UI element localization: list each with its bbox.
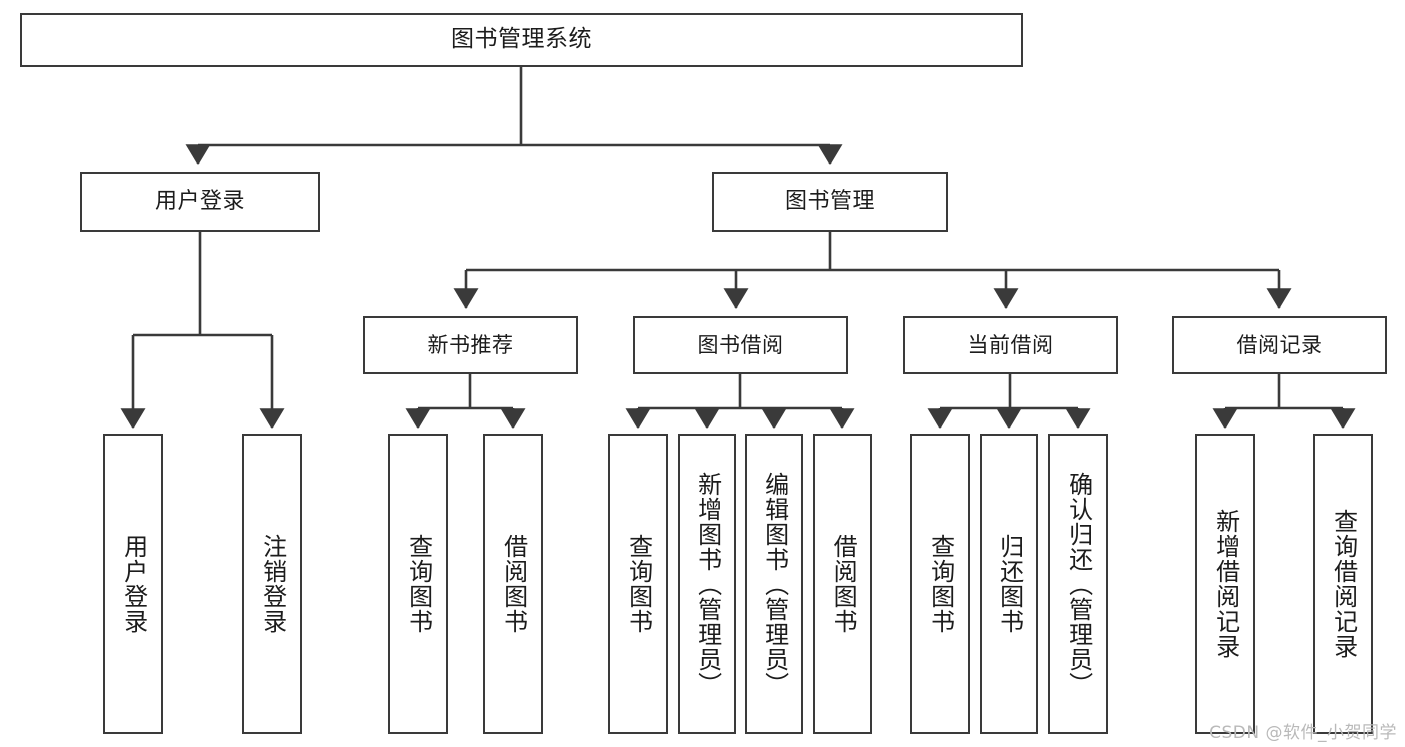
node-leaf-add-book[interactable]: 新增图书（管理员） bbox=[678, 434, 736, 734]
node-leaf-query-book-label: 查询图书 bbox=[624, 534, 653, 634]
node-book-borrow[interactable]: 图书借阅 bbox=[633, 316, 848, 374]
node-leaf-query-record-label: 查询借阅记录 bbox=[1329, 509, 1358, 659]
node-new-book-rec-label: 新书推荐 bbox=[427, 332, 514, 357]
watermark-label: CSDN @软件_小贺同学 bbox=[1209, 723, 1397, 743]
node-borrow-record[interactable]: 借阅记录 bbox=[1172, 316, 1387, 374]
node-book-borrow-label: 图书借阅 bbox=[697, 332, 784, 357]
node-leaf-query-record[interactable]: 查询借阅记录 bbox=[1313, 434, 1373, 734]
node-leaf-confirm-return-label: 确认归还（管理员） bbox=[1064, 471, 1093, 697]
node-leaf-user-logout[interactable]: 注销登录 bbox=[242, 434, 302, 734]
node-user-login-label: 用户登录 bbox=[154, 189, 245, 215]
node-leaf-add-record-label: 新增借阅记录 bbox=[1211, 509, 1240, 659]
node-book-manage[interactable]: 图书管理 bbox=[712, 172, 948, 232]
node-leaf-return-book-label: 归还图书 bbox=[995, 534, 1024, 634]
node-leaf-borrow-book-rec[interactable]: 借阅图书 bbox=[483, 434, 543, 734]
node-leaf-return-book[interactable]: 归还图书 bbox=[980, 434, 1038, 734]
node-leaf-user-logout-label: 注销登录 bbox=[258, 534, 287, 634]
node-leaf-query-book-cur[interactable]: 查询图书 bbox=[910, 434, 970, 734]
node-leaf-query-book-cur-label: 查询图书 bbox=[926, 534, 955, 634]
node-root-system[interactable]: 图书管理系统 bbox=[20, 13, 1023, 67]
node-root-system-label: 图书管理系统 bbox=[451, 26, 592, 53]
node-leaf-user-login-label: 用户登录 bbox=[119, 534, 148, 634]
node-leaf-add-record[interactable]: 新增借阅记录 bbox=[1195, 434, 1255, 734]
node-leaf-borrow-book-rec-label: 借阅图书 bbox=[499, 534, 528, 634]
node-current-borrow[interactable]: 当前借阅 bbox=[903, 316, 1118, 374]
node-leaf-edit-book-label: 编辑图书（管理员） bbox=[760, 471, 789, 697]
node-new-book-rec[interactable]: 新书推荐 bbox=[363, 316, 578, 374]
node-leaf-edit-book[interactable]: 编辑图书（管理员） bbox=[745, 434, 803, 734]
node-leaf-query-book-rec-label: 查询图书 bbox=[404, 534, 433, 634]
node-borrow-record-label: 借阅记录 bbox=[1236, 332, 1323, 357]
node-leaf-query-book[interactable]: 查询图书 bbox=[608, 434, 668, 734]
node-leaf-borrow-book-label: 借阅图书 bbox=[829, 534, 858, 634]
node-leaf-add-book-label: 新增图书（管理员） bbox=[693, 471, 722, 697]
node-leaf-query-book-rec[interactable]: 查询图书 bbox=[388, 434, 448, 734]
node-leaf-confirm-return[interactable]: 确认归还（管理员） bbox=[1048, 434, 1108, 734]
node-leaf-borrow-book[interactable]: 借阅图书 bbox=[813, 434, 872, 734]
node-leaf-user-login[interactable]: 用户登录 bbox=[103, 434, 163, 734]
node-current-borrow-label: 当前借阅 bbox=[967, 332, 1054, 357]
node-user-login[interactable]: 用户登录 bbox=[80, 172, 320, 232]
node-book-manage-label: 图书管理 bbox=[784, 189, 875, 215]
